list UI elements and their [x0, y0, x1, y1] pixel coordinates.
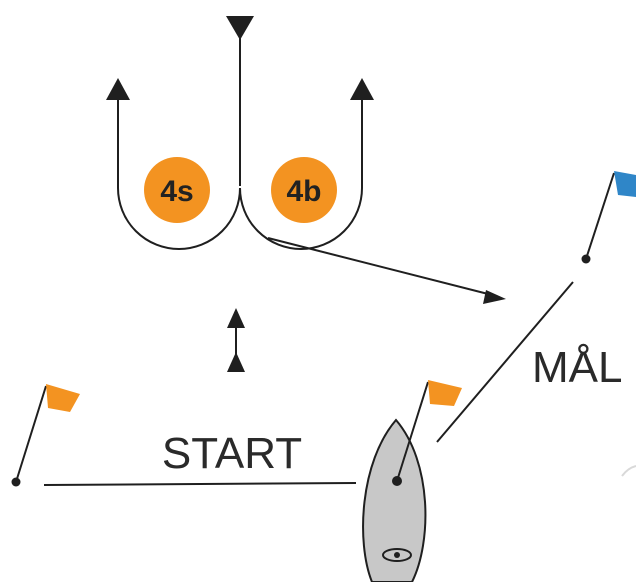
course-right-loop: [239, 96, 363, 250]
mark-4s: 4s: [144, 157, 210, 223]
start-pin-flag-icon: [11, 384, 80, 487]
course-to-finish-arrowhead: [483, 290, 506, 304]
course-left-loop: [117, 96, 241, 250]
course-direction-indicator: [227, 308, 245, 372]
right-loop-arrowhead: [350, 78, 374, 100]
start-line: [43, 482, 357, 486]
committee-boat-icon: [362, 418, 427, 582]
start-line-label: START: [162, 429, 302, 478]
committee-boat-flag-icon: [392, 380, 462, 486]
finish-pin-flag-icon: [581, 171, 636, 264]
finish-line-label: MÅL: [532, 343, 622, 392]
left-loop-arrowhead: [106, 78, 130, 100]
course-to-finish-line: [267, 237, 497, 297]
wind-direction-arrow: [226, 16, 254, 40]
mark-4s-label: 4s: [160, 175, 193, 208]
mark-4b-label: 4b: [286, 175, 321, 208]
mark-4b: 4b: [271, 157, 337, 223]
wake-mark: [621, 465, 636, 477]
finish-line: [436, 281, 574, 443]
